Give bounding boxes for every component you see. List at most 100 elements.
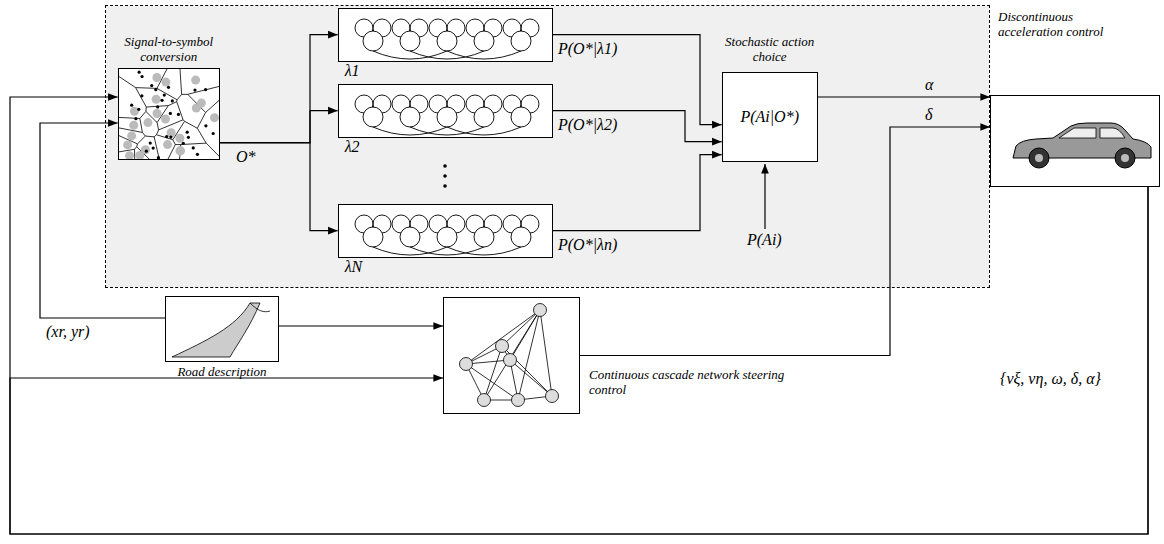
codebook-vector <box>191 75 200 84</box>
signal-connector <box>279 325 443 326</box>
math-label: λ2 <box>345 138 360 156</box>
node-caption: Signal-to-symbol conversion <box>114 35 224 65</box>
state-circle <box>437 227 457 247</box>
skip-arc <box>447 51 521 59</box>
sample-dot <box>185 130 188 133</box>
network-link <box>484 346 502 400</box>
dashed-region: Discontinuous acceleration controlSignal… <box>105 5 990 288</box>
hmm-states <box>355 215 539 255</box>
sample-dot <box>140 94 143 97</box>
codebook-vector <box>130 106 139 115</box>
network-link <box>466 364 518 400</box>
signal-connector <box>10 97 1148 534</box>
network-unit <box>546 390 559 403</box>
codebook-vector <box>197 98 206 107</box>
ellipsis-dot <box>443 184 447 188</box>
state-circle <box>363 107 383 127</box>
sample-dot <box>151 146 154 149</box>
network-unit <box>504 354 517 367</box>
signal-label: {vξ, vη, ω, δ, α} <box>1000 370 1101 388</box>
hmm-art <box>339 85 552 137</box>
codebook-vector <box>175 133 184 142</box>
signal-label: (xr, yr) <box>46 323 90 341</box>
wheel-hub <box>1035 154 1043 162</box>
network-box: Continuous cascade network steering cont… <box>443 297 580 414</box>
signal-connector <box>10 187 1148 534</box>
sample-dot <box>193 88 196 91</box>
road-shape <box>172 303 260 357</box>
node-caption: Road description <box>152 365 292 380</box>
network-link <box>540 310 552 396</box>
action-choice-box: Stochastic action choiceP(Ai|O*) <box>722 72 818 162</box>
signal-label: P(Ai) <box>747 231 782 249</box>
car-art <box>991 96 1159 186</box>
state-circle <box>511 107 531 127</box>
signal-connector <box>553 155 722 231</box>
hmm-box: λ2 <box>338 84 553 138</box>
quantizer-box: Signal-to-symbol conversion <box>118 68 220 160</box>
state-circle <box>400 31 420 51</box>
state-circle <box>363 31 383 51</box>
network-unit <box>534 304 547 317</box>
skip-arc <box>447 127 521 135</box>
network-link <box>510 360 552 396</box>
signal-connector <box>220 111 338 143</box>
voronoi-art <box>119 69 219 159</box>
sample-dot <box>144 149 147 152</box>
network-link <box>484 310 540 400</box>
skip-arc <box>410 127 484 135</box>
codebook-vector <box>135 151 144 159</box>
edge-label: P(O*|λ2) <box>558 116 617 134</box>
sample-dot <box>186 135 189 138</box>
math-label: λN <box>345 258 363 276</box>
hmm-states <box>355 19 539 59</box>
codebook-vector <box>161 114 170 123</box>
voronoi-cells <box>119 69 219 159</box>
codebook-vector <box>143 118 152 127</box>
network-unit <box>496 340 509 353</box>
sample-dot <box>130 103 133 106</box>
math-label: λ1 <box>345 62 360 80</box>
network-unit <box>512 394 525 407</box>
hmm-states <box>355 95 539 135</box>
skip-arc <box>373 51 447 59</box>
skip-arc <box>373 247 447 255</box>
signal-connector <box>220 35 338 143</box>
codebook-vector <box>210 113 219 122</box>
codebook-vector <box>176 146 185 155</box>
state-circle <box>437 107 457 127</box>
sample-dot <box>157 156 160 159</box>
sample-dot <box>170 99 173 102</box>
sample-dot <box>165 135 168 138</box>
ellipsis-dot <box>443 164 447 168</box>
sample-dot <box>204 124 207 127</box>
sample-dot <box>160 98 163 101</box>
codebook-vector <box>129 120 138 129</box>
codebook-vector <box>125 151 134 159</box>
network-link <box>518 310 540 400</box>
codebook-vector <box>161 77 170 86</box>
sample-dot <box>211 132 214 135</box>
sample-dot <box>196 152 199 155</box>
signal-label: O* <box>236 148 256 166</box>
sample-dot <box>167 85 170 88</box>
skip-arc <box>410 51 484 59</box>
codebook-vector <box>152 109 161 118</box>
sample-dot <box>137 107 140 110</box>
car-wheel <box>1115 148 1135 168</box>
sample-dot <box>162 93 165 96</box>
car-box <box>990 95 1160 187</box>
sample-dot <box>168 112 171 115</box>
sample-dot <box>137 70 140 73</box>
state-circle <box>400 227 420 247</box>
codebook-vector <box>151 94 160 103</box>
edge-label: P(O*|λ1) <box>558 40 617 58</box>
edge-label: δ <box>925 106 932 124</box>
codebook-vector <box>127 131 136 140</box>
skip-arc <box>410 247 484 255</box>
road-art <box>166 297 278 361</box>
network-unit <box>478 394 491 407</box>
signal-connector <box>553 111 722 142</box>
edge-label: P(O*|λn) <box>558 236 617 254</box>
